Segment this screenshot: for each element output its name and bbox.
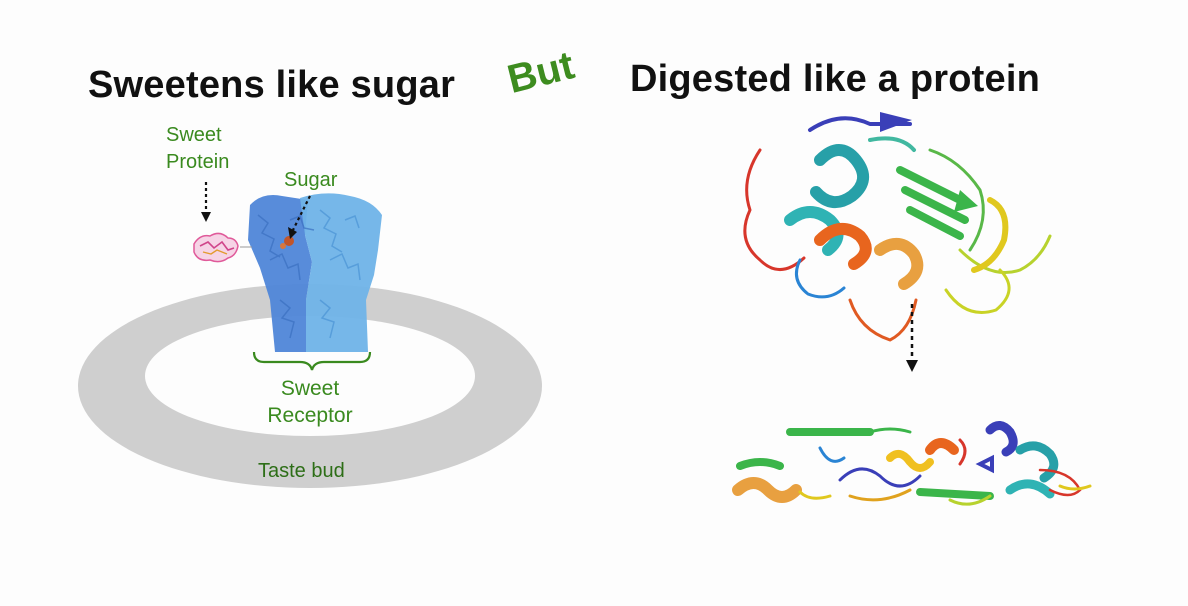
sweet-protein-molecule <box>193 232 252 263</box>
sugar-label: Sugar <box>284 169 338 191</box>
sweet-receptor <box>248 193 382 352</box>
taste-bud-label: Taste bud <box>258 460 345 482</box>
intact-protein-structure <box>743 112 1052 342</box>
sweet-protein-label-line1: Sweet <box>166 124 222 146</box>
arrow-sweet-protein <box>201 182 211 222</box>
title-sweetens-like-sugar: Sweetens like sugar <box>88 64 456 106</box>
taste-bud-ring <box>78 284 542 488</box>
sugar-molecule <box>280 236 294 249</box>
arrow-sugar <box>288 195 311 239</box>
sweet-protein-label: Sweet Protein <box>166 122 229 176</box>
sweet-receptor-label-line2: Receptor <box>267 404 353 427</box>
receptor-bracket <box>252 351 372 371</box>
sweet-receptor-label: Sweet Receptor <box>256 375 364 429</box>
sweet-receptor-label-line1: Sweet <box>280 377 340 400</box>
sweet-protein-label-line2: Protein <box>166 151 230 173</box>
digested-protein-fragments <box>732 421 1092 506</box>
title-digested-like-protein: Digested like a protein <box>630 58 1041 100</box>
arrow-digestion <box>906 304 918 372</box>
